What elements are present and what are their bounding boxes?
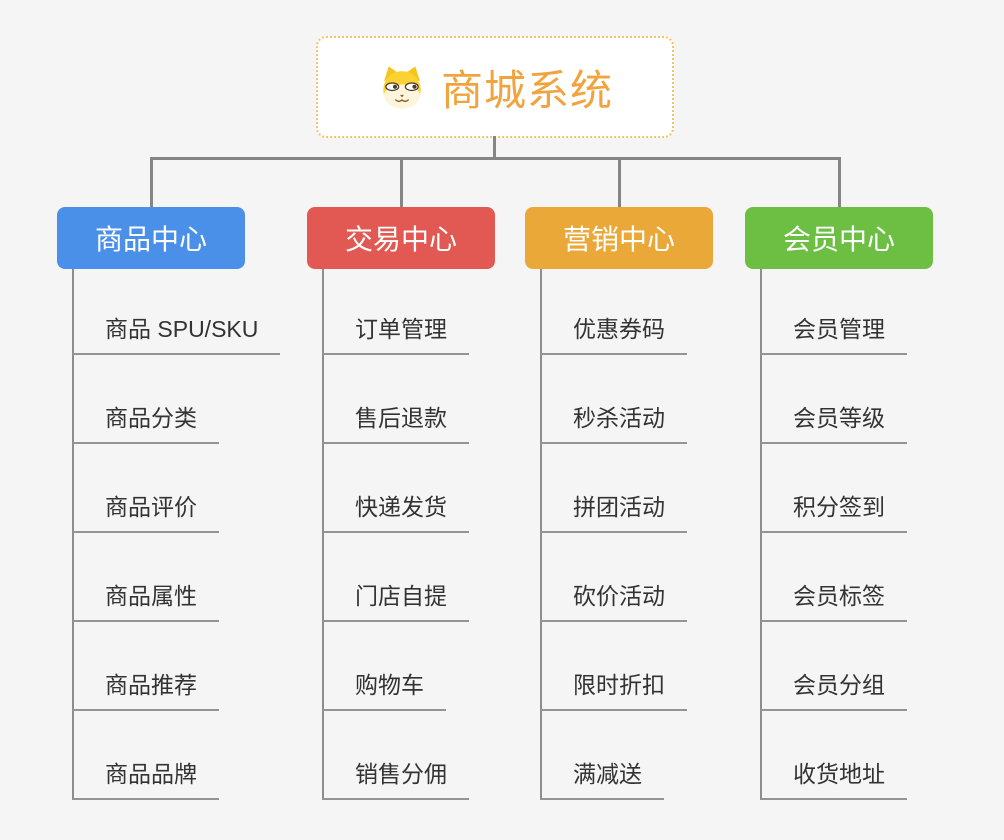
branch-marketing-center: 营销中心 优惠券码 秒杀活动 拼团活动 砍价活动 限时折扣 满减送 <box>525 207 795 800</box>
connector-drop-product <box>150 159 153 208</box>
leaf-label: 拼团活动 <box>540 488 687 533</box>
root-title: 商城系统 <box>440 66 613 114</box>
leaf-label: 会员等级 <box>760 399 907 444</box>
root-node-mall-system[interactable]: 商城系统 <box>316 36 674 138</box>
connector-drop-member <box>838 159 841 208</box>
leaf-list-member: 会员管理 会员等级 积分签到 会员标签 会员分组 收货地址 <box>760 266 907 800</box>
leaf-item[interactable]: 会员标签 <box>760 533 907 622</box>
leaf-label: 秒杀活动 <box>540 399 687 444</box>
leaf-item[interactable]: 会员分组 <box>760 622 907 711</box>
branch-trunk-line <box>540 269 542 800</box>
leaf-label: 收货地址 <box>760 755 907 800</box>
node-member-center[interactable]: 会员中心 <box>745 207 933 269</box>
leaf-label: 商品属性 <box>72 577 219 622</box>
leaf-item[interactable]: 限时折扣 <box>540 622 687 711</box>
branch-trade-center: 交易中心 订单管理 售后退款 快递发货 门店自提 购物车 销售分佣 <box>307 207 577 800</box>
leaf-label: 商品推荐 <box>72 666 219 711</box>
leaf-item[interactable]: 销售分佣 <box>322 711 469 800</box>
leaf-item[interactable]: 快递发货 <box>322 444 469 533</box>
leaf-list-trade: 订单管理 售后退款 快递发货 门店自提 购物车 销售分佣 <box>322 266 469 800</box>
leaf-label: 购物车 <box>322 666 446 711</box>
connector-drop-trade <box>400 159 403 208</box>
leaf-item[interactable]: 满减送 <box>540 711 687 800</box>
leaf-item[interactable]: 商品推荐 <box>72 622 280 711</box>
branch-product-center: 商品中心 商品 SPU/SKU 商品分类 商品评价 商品属性 商品推荐 商品品牌 <box>57 207 327 800</box>
branch-trunk-line <box>760 269 762 800</box>
leaf-label: 商品 SPU/SKU <box>72 310 281 355</box>
node-product-center[interactable]: 商品中心 <box>57 207 245 269</box>
leaf-label: 售后退款 <box>322 399 469 444</box>
branch-trunk-line <box>72 269 74 800</box>
leaf-label: 会员分组 <box>760 666 907 711</box>
leaf-item[interactable]: 商品分类 <box>72 355 280 444</box>
leaf-label: 商品评价 <box>72 488 219 533</box>
leaf-item[interactable]: 收货地址 <box>760 711 907 800</box>
leaf-label: 订单管理 <box>322 310 469 355</box>
leaf-item[interactable]: 购物车 <box>322 622 469 711</box>
leaf-item[interactable]: 拼团活动 <box>540 444 687 533</box>
connector-root-stub <box>493 136 496 160</box>
leaf-label: 会员管理 <box>760 310 907 355</box>
leaf-label: 销售分佣 <box>322 755 469 800</box>
leaf-label: 门店自提 <box>322 577 469 622</box>
leaf-label: 商品品牌 <box>72 755 219 800</box>
leaf-item[interactable]: 商品品牌 <box>72 711 280 800</box>
leaf-item[interactable]: 会员等级 <box>760 355 907 444</box>
leaf-item[interactable]: 售后退款 <box>322 355 469 444</box>
shiba-dog-icon <box>383 65 421 109</box>
leaf-item[interactable]: 积分签到 <box>760 444 907 533</box>
leaf-item[interactable]: 门店自提 <box>322 533 469 622</box>
leaf-label: 积分签到 <box>760 488 907 533</box>
branch-trunk-line <box>322 269 324 800</box>
connector-horizontal <box>150 157 841 160</box>
node-trade-center[interactable]: 交易中心 <box>307 207 495 269</box>
leaf-label: 满减送 <box>540 755 664 800</box>
connector-drop-marketing <box>618 159 621 208</box>
leaf-item[interactable]: 会员管理 <box>760 266 907 355</box>
leaf-item[interactable]: 订单管理 <box>322 266 469 355</box>
node-marketing-center[interactable]: 营销中心 <box>525 207 713 269</box>
leaf-item[interactable]: 商品属性 <box>72 533 280 622</box>
leaf-label: 限时折扣 <box>540 666 687 711</box>
leaf-list-marketing: 优惠券码 秒杀活动 拼团活动 砍价活动 限时折扣 满减送 <box>540 266 687 800</box>
leaf-list-product: 商品 SPU/SKU 商品分类 商品评价 商品属性 商品推荐 商品品牌 <box>72 266 281 800</box>
leaf-label: 砍价活动 <box>540 577 687 622</box>
leaf-item[interactable]: 商品 SPU/SKU <box>72 266 281 355</box>
leaf-label: 快递发货 <box>322 488 469 533</box>
leaf-label: 会员标签 <box>760 577 907 622</box>
leaf-item[interactable]: 商品评价 <box>72 444 280 533</box>
leaf-item[interactable]: 砍价活动 <box>540 533 687 622</box>
leaf-item[interactable]: 优惠券码 <box>540 266 687 355</box>
leaf-label: 优惠券码 <box>540 310 687 355</box>
leaf-label: 商品分类 <box>72 399 219 444</box>
leaf-item[interactable]: 秒杀活动 <box>540 355 687 444</box>
branch-member-center: 会员中心 会员管理 会员等级 积分签到 会员标签 会员分组 收货地址 <box>745 207 1004 800</box>
